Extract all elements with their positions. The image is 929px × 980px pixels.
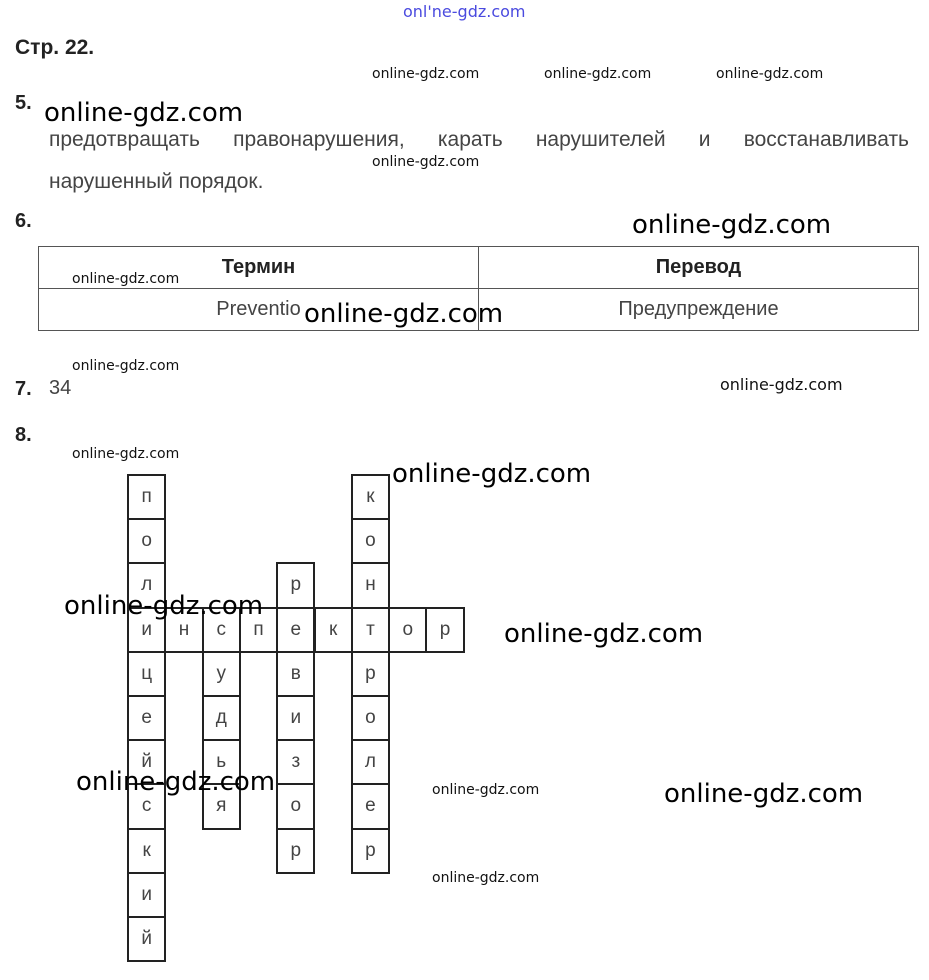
task7-answer: 34: [49, 377, 72, 399]
crossword-cell: т: [350, 606, 391, 653]
crossword-cell: ц: [127, 650, 167, 697]
crossword-cell: у: [201, 650, 241, 697]
task5-answer-line1: предотвращать правонарушения, карать нар…: [49, 128, 909, 151]
crossword-cell: к: [127, 827, 167, 874]
terms-table: Термин Перевод Preventio Предупреждение: [38, 246, 919, 331]
crossword-cell: е: [127, 695, 167, 742]
crossword-cell: н: [164, 606, 204, 653]
watermark: online-gdz.com: [372, 154, 480, 170]
crossword-cell: д: [201, 695, 241, 742]
cell-translation: Предупреждение: [478, 288, 919, 331]
watermark: online-gdz.com: [544, 66, 652, 82]
watermark: online-gdz.com: [64, 591, 264, 621]
crossword-cell: е: [276, 606, 316, 653]
watermark: online-gdz.com: [664, 779, 864, 809]
crossword-cell: о: [388, 606, 428, 653]
crossword-cell: о: [350, 518, 391, 565]
crossword-cell: й: [127, 916, 167, 963]
crossword-cell: я: [201, 783, 241, 830]
crossword-cell: р: [350, 827, 391, 874]
crossword-cell: в: [276, 650, 316, 697]
table-row: Preventio Предупреждение: [38, 288, 919, 331]
task7-number: 7.: [15, 378, 32, 400]
crossword-cell: н: [350, 562, 391, 609]
crossword-cell: и: [276, 695, 316, 742]
table-header-row: Термин Перевод: [38, 246, 919, 289]
watermark: online-gdz.com: [72, 446, 180, 462]
crossword-cell: п: [127, 474, 167, 521]
watermark: online-gdz.com: [76, 767, 276, 797]
header-translation: Перевод: [478, 246, 919, 289]
crossword-cell: к: [350, 474, 391, 521]
watermark: online-gdz.com: [392, 459, 592, 489]
crossword-cell: о: [127, 518, 167, 565]
crossword-cell: й: [127, 739, 167, 786]
watermark: online-gdz.com: [432, 870, 540, 886]
watermark: online-gdz.com: [304, 299, 504, 329]
watermark: online-gdz.com: [44, 98, 244, 128]
watermark: online-gdz.com: [632, 210, 832, 240]
crossword-cell: р: [276, 562, 316, 609]
watermark: onl'ne-gdz.com: [403, 2, 526, 21]
crossword-cell: р: [425, 606, 465, 653]
watermark: online-gdz.com: [72, 271, 180, 287]
header-term: Термин: [38, 246, 479, 289]
watermark: online-gdz.com: [720, 375, 843, 394]
crossword-cell: к: [313, 606, 353, 653]
task5-answer-line2: нарушенный порядок.: [49, 170, 264, 193]
task6-number: 6.: [15, 210, 32, 232]
crossword-cell: р: [350, 650, 391, 697]
page-title: Стр. 22.: [15, 36, 95, 59]
crossword-cell: о: [350, 695, 391, 742]
task5-number: 5.: [15, 92, 32, 114]
crossword-cell: р: [276, 827, 316, 874]
watermark: online-gdz.com: [504, 619, 704, 649]
watermark: online-gdz.com: [372, 66, 480, 82]
crossword-cell: о: [276, 783, 316, 830]
watermark: online-gdz.com: [72, 358, 180, 374]
watermark: online-gdz.com: [432, 782, 540, 798]
crossword-cell: л: [350, 739, 391, 786]
watermark: online-gdz.com: [716, 66, 824, 82]
crossword-cell: и: [127, 871, 167, 918]
task8-number: 8.: [15, 424, 32, 446]
crossword-cell: и: [127, 606, 167, 653]
crossword-cell: е: [350, 783, 391, 830]
crossword-cell: з: [276, 739, 316, 786]
